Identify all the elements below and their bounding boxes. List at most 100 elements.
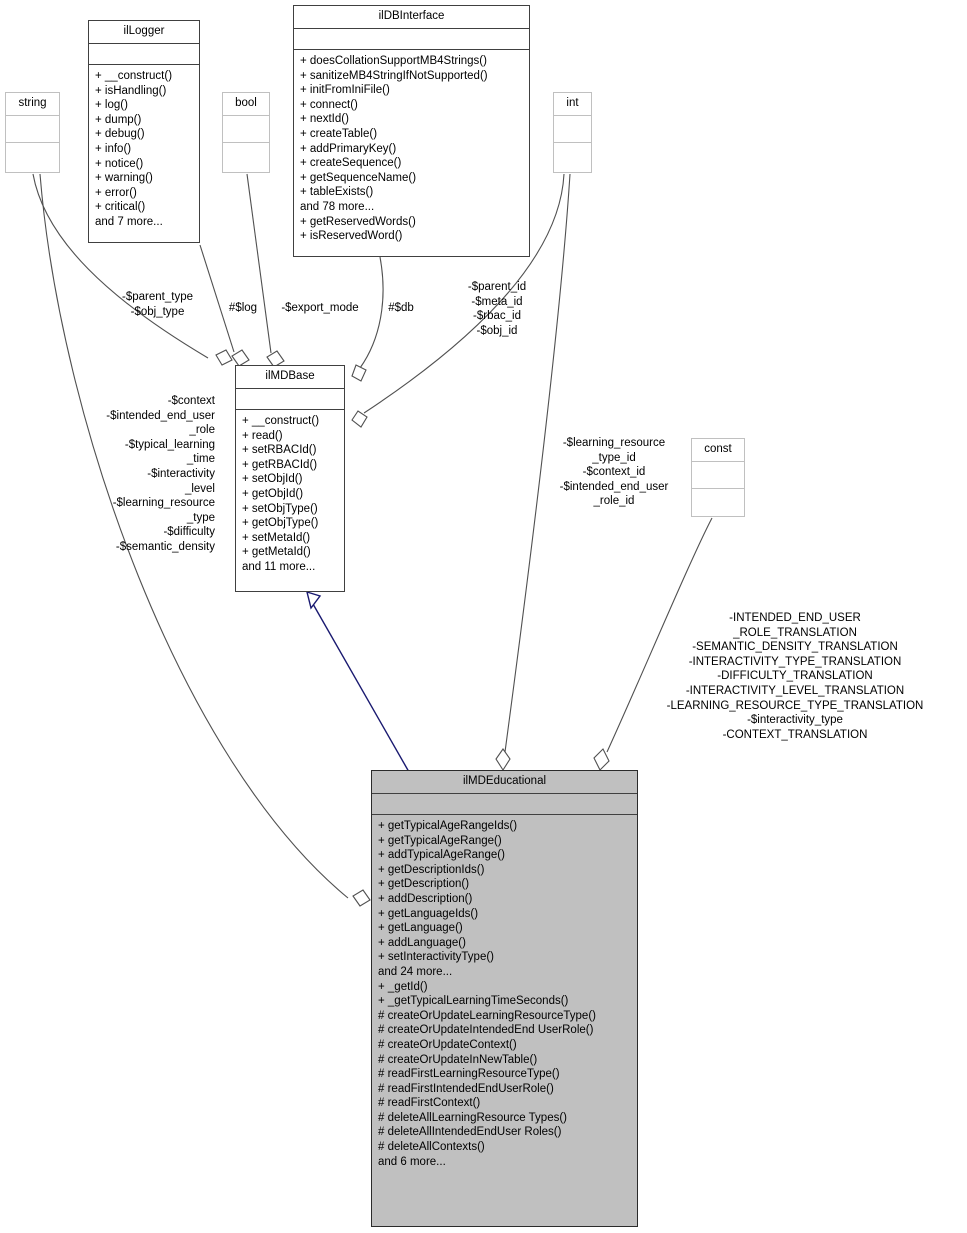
class-operation: + getLanguageIds()	[378, 907, 479, 920]
class-box-string[interactable]: string	[5, 92, 60, 173]
class-operation: + setMetaId()	[242, 531, 311, 544]
class-title-ildbinterface: ilDBInterface	[294, 6, 529, 29]
edge-label-int-to-ilmdbase: -$parent_id -$meta_id -$rbac_id -$obj_id	[467, 281, 527, 337]
class-box-ildbinterface[interactable]: ilDBInterface + doesCollationSupportMB4S…	[293, 5, 530, 257]
class-operation: + notice()	[95, 157, 144, 170]
class-operation: + setInteractivityType()	[378, 951, 494, 964]
class-operation: + __construct()	[95, 70, 173, 82]
class-operation: + nextId()	[300, 113, 349, 126]
class-operation: # createOrUpdateContext()	[378, 1038, 517, 1051]
class-operations-int	[554, 143, 591, 178]
class-attributes-int	[554, 116, 591, 143]
class-operation: + setRBACId()	[242, 444, 317, 457]
class-operation: + dump()	[95, 113, 142, 126]
class-box-ilmdeducational[interactable]: ilMDEducational + getTypicalAgeRangeIds(…	[371, 770, 638, 1227]
class-operation: + getTypicalAgeRange()	[378, 834, 502, 847]
class-box-int[interactable]: int	[553, 92, 592, 173]
class-operation: + isHandling()	[95, 84, 167, 97]
class-operation: # deleteAllLearningResource Types()	[378, 1111, 568, 1124]
class-operation: + doesCollationSupportMB4Strings()	[300, 55, 487, 67]
class-operation: + initFromIniFile()	[300, 84, 390, 97]
class-operation: # readFirstIntendedEndUserRole()	[378, 1082, 554, 1095]
class-title-illogger: ilLogger	[89, 21, 199, 44]
class-operation: + getReservedWords()	[300, 215, 416, 228]
class-operation: + error()	[95, 186, 137, 199]
class-attributes-ildbinterface	[294, 29, 529, 50]
class-operation: # createOrUpdateInNewTable()	[378, 1053, 538, 1066]
class-operation: and 11 more...	[242, 560, 316, 573]
class-operation: + warning()	[95, 172, 153, 185]
class-operation: # readFirstContext()	[378, 1097, 481, 1110]
class-operation: and 7 more...	[95, 215, 163, 228]
edge-label-int-to-ilmdeducational: -$learning_resource _type_id -$context_i…	[559, 437, 669, 508]
class-operations-ilmdeducational: + getTypicalAgeRangeIds() + getTypicalAge…	[372, 815, 637, 1174]
class-box-bool[interactable]: bool	[222, 92, 270, 173]
edge-label-bool-to-ilmdbase: -$export_mode	[281, 302, 359, 314]
class-title-int: int	[554, 93, 591, 116]
class-operation: + addDescription()	[378, 892, 473, 905]
class-operation: + debug()	[95, 128, 145, 141]
class-operation: + setObjType()	[242, 502, 318, 515]
class-operations-string	[6, 143, 59, 178]
class-operation: + sanitizeMB4StringIfNotSupported()	[300, 69, 488, 82]
class-operations-bool	[223, 143, 269, 178]
class-operation: # createOrUpdateLearningResourceType()	[378, 1009, 596, 1022]
class-operation: + getSequenceName()	[300, 171, 417, 184]
class-operation: + __construct()	[242, 415, 320, 427]
class-operation: + getObjId()	[242, 487, 304, 500]
edge-label-string-to-ilmdeducational: -$context -$intended_end_user _role -$ty…	[106, 395, 215, 553]
class-operation: + getDescriptionIds()	[378, 863, 485, 876]
class-operation: + addLanguage()	[378, 936, 466, 949]
class-operation: + getMetaId()	[242, 546, 311, 559]
class-attributes-ilmdeducational	[372, 794, 637, 815]
class-operation: + addPrimaryKey()	[300, 142, 397, 155]
class-operations-const	[692, 489, 744, 524]
class-operation: + getLanguage()	[378, 922, 463, 935]
class-operation: + isReservedWord()	[300, 230, 403, 243]
class-operation: + getTypicalAgeRangeIds()	[378, 820, 518, 832]
class-operation: # createOrUpdateIntendedEnd UserRole()	[378, 1024, 594, 1037]
class-box-const[interactable]: const	[691, 438, 745, 517]
class-operations-ildbinterface: + doesCollationSupportMB4Strings() + sani…	[294, 50, 529, 249]
edge-inheritance-ilmdbase-ilmdeducational	[312, 603, 410, 773]
class-title-ilmdbase: ilMDBase	[236, 366, 344, 389]
class-title-const: const	[692, 439, 744, 462]
edge-label-const-to-ilmdeducational: -INTENDED_END_USER _ROLE_TRANSLATION -SE…	[666, 612, 924, 741]
class-operation: + connect()	[300, 98, 358, 111]
class-operation: and 24 more...	[378, 965, 453, 978]
class-operation: + getDescription()	[378, 878, 470, 891]
class-operation: # readFirstLearningResourceType()	[378, 1068, 560, 1081]
class-operation: + setObjId()	[242, 473, 303, 486]
class-attributes-illogger	[89, 44, 199, 65]
class-operation: + getRBACId()	[242, 458, 318, 471]
class-operation: + critical()	[95, 201, 146, 214]
edge-label-ildbinterface-to-ilmdbase: #$db	[388, 302, 414, 314]
class-operation: + _getTypicalLearningTimeSeconds()	[378, 995, 569, 1008]
class-operation: + tableExists()	[300, 186, 374, 199]
class-operation: # deleteAllIntendedEndUser Roles()	[378, 1126, 562, 1139]
class-attributes-bool	[223, 116, 269, 143]
class-operation: + _getId()	[378, 980, 428, 993]
class-operation: and 78 more...	[300, 200, 375, 213]
class-box-ilmdbase[interactable]: ilMDBase + __construct() + read() + setRBA…	[235, 365, 345, 592]
class-title-string: string	[6, 93, 59, 116]
class-operation: + getObjType()	[242, 517, 319, 530]
class-operations-ilmdbase: + __construct()+ read()+ setRBACId()+ ge…	[236, 410, 344, 580]
class-operation: + log()	[95, 99, 128, 112]
class-operation: + info()	[95, 142, 132, 155]
class-operation: # deleteAllContexts()	[378, 1141, 485, 1154]
class-title-ilmdeducational: ilMDEducational	[372, 771, 637, 794]
class-operation: and 6 more...	[378, 1155, 446, 1168]
class-attributes-const	[692, 462, 744, 489]
class-operation: + read()	[242, 429, 283, 442]
class-attributes-ilmdbase	[236, 389, 344, 410]
class-operation: + createTable()	[300, 127, 378, 140]
class-operation: + addTypicalAgeRange()	[378, 849, 505, 862]
class-operation: + createSequence()	[300, 157, 402, 170]
edge-bool-to-ilmdbase	[246, 173, 272, 354]
class-operations-illogger: + __construct() + isHandling() + log()+ du…	[89, 65, 199, 235]
class-title-bool: bool	[223, 93, 269, 116]
edge-label-string-to-ilmdbase: -$parent_type -$obj_type	[122, 291, 193, 318]
class-box-illogger[interactable]: ilLogger + __construct()+ isHandling()+ …	[88, 20, 200, 243]
